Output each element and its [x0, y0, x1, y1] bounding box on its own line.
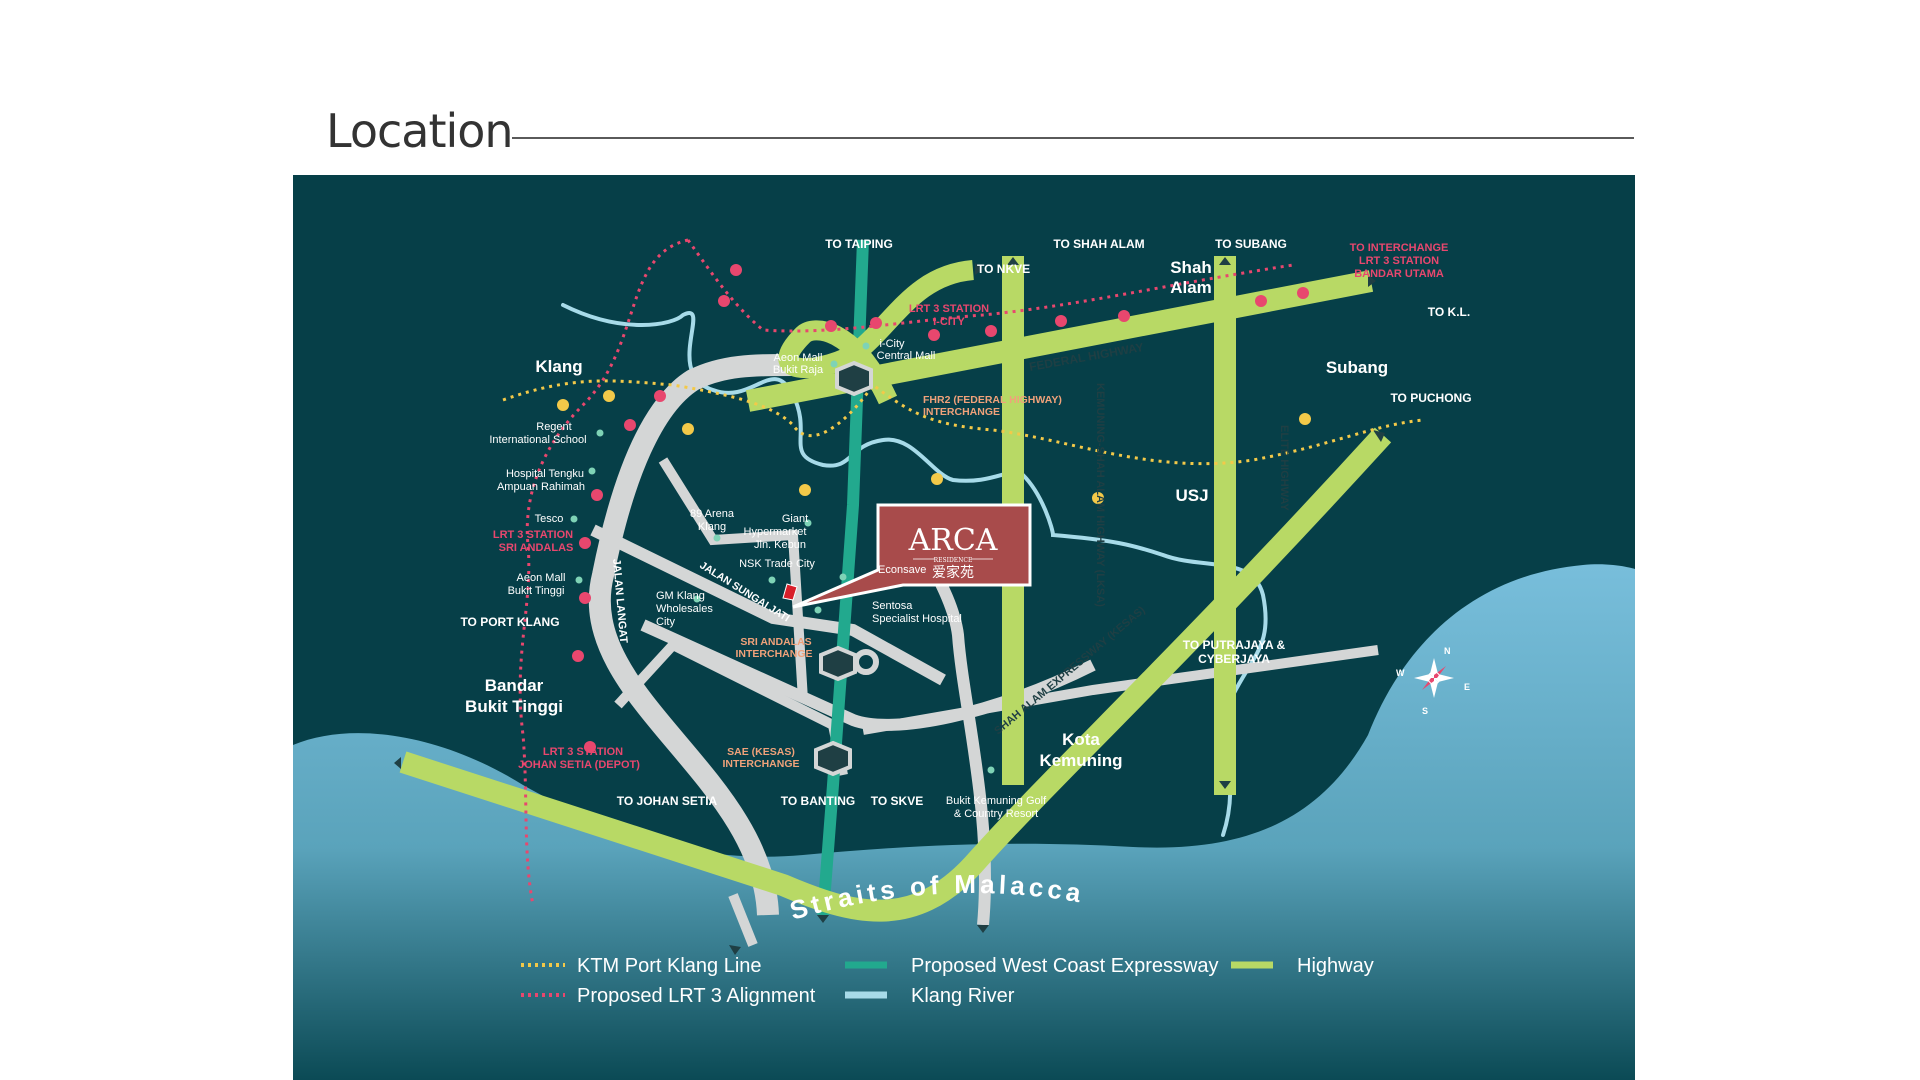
legend: KTM Port Klang Line Proposed LRT 3 Align…	[521, 955, 1374, 1007]
area-label-klang: Klang	[535, 357, 582, 376]
interchange-fhr2-2: INTERCHANGE	[923, 406, 1000, 418]
place-econsave: Econsave	[878, 564, 926, 576]
place-hospital-2: Ampuan Rahimah	[497, 481, 585, 493]
dir-johan-setia: TO JOHAN SETIA	[617, 794, 718, 808]
area-label-usj: USJ	[1175, 486, 1208, 505]
station-icity-2: I-CITY	[933, 316, 965, 328]
area-label-bandar-1: Bandar	[485, 676, 544, 695]
ktm-stations	[557, 390, 1311, 504]
dir-putrajaya-1: TO PUTRAJAYA &	[1183, 638, 1286, 652]
interchange-markers	[814, 360, 873, 777]
location-map: ARCA RESIDENCE 爱家苑 Klang Shah Alam Suban…	[293, 175, 1635, 1080]
dir-interchange-2: LRT 3 STATION	[1359, 255, 1439, 267]
lrt3-alignment	[518, 238, 689, 906]
dir-subang: TO SUBANG	[1215, 237, 1287, 251]
compass-w: W	[1396, 668, 1405, 678]
compass-s: S	[1422, 706, 1428, 716]
legend-label-highway: Highway	[1297, 955, 1374, 977]
legend-label-lrt: Proposed LRT 3 Alignment	[577, 985, 816, 1007]
area-label-subang: Subang	[1326, 358, 1388, 377]
dir-skve: TO SKVE	[871, 794, 923, 808]
legend-label-river: Klang River	[911, 985, 1015, 1007]
place-aeon-tinggi-2: Bukit Tinggi	[508, 585, 565, 597]
dir-interchange-1: TO INTERCHANGE	[1350, 242, 1449, 254]
interchange-sae-1: SAE (KESAS)	[727, 746, 795, 758]
place-icity-2: Central Mall	[877, 350, 936, 362]
place-nsk: NSK Trade City	[739, 558, 815, 570]
interchange-fhr2-1: FHR2 (FEDERAL HIGHWAY)	[923, 394, 1062, 406]
place-arena-2: Klang	[698, 521, 726, 533]
legend-label-ktm: KTM Port Klang Line	[577, 955, 762, 977]
area-label-kota-1: Kota	[1062, 730, 1100, 749]
arca-logo-callout: ARCA RESIDENCE 爱家苑	[792, 503, 1032, 609]
dir-banting: TO BANTING	[781, 794, 855, 808]
dir-shah-alam: TO SHAH ALAM	[1053, 237, 1144, 251]
arca-location-marker	[782, 583, 798, 601]
place-dots	[570, 342, 995, 774]
dir-nkve: TO NKVE	[977, 262, 1030, 276]
dir-puchong: TO PUCHONG	[1390, 391, 1471, 405]
compass-icon: N E S W	[1396, 646, 1470, 716]
road-label-elite: ELITE HIGHWAY	[1278, 425, 1290, 511]
place-hospital-1: Hospital Tengku	[506, 468, 584, 480]
place-tesco: Tesco	[535, 513, 564, 525]
dir-taiping: TO TAIPING	[825, 237, 893, 251]
area-label-bandar-2: Bukit Tinggi	[465, 697, 563, 716]
compass-e: E	[1464, 682, 1470, 692]
dir-kl: TO K.L.	[1428, 305, 1470, 319]
compass-n: N	[1444, 646, 1451, 656]
lrt3-alignment-east	[686, 239, 1294, 333]
interchange-sri-andalas-1: SRI ANDALAS	[740, 636, 811, 648]
area-label-shah-alam-2: Alam	[1170, 278, 1212, 297]
title-rule	[512, 137, 1634, 139]
sea-shape	[293, 564, 1635, 1080]
dir-port-klang: TO PORT KLANG	[460, 615, 559, 629]
legend-label-expressway: Proposed West Coast Expressway	[911, 955, 1219, 977]
arca-logo-chinese: 爱家苑	[932, 564, 974, 581]
roundabout	[853, 649, 879, 675]
place-regent-2: International School	[489, 434, 586, 446]
place-giant-3: Jln. Kebun	[754, 539, 806, 551]
station-sri-andalas-2: SRI ANDALAS	[499, 542, 574, 554]
place-golf-2: & Country Resort	[954, 808, 1038, 820]
dir-interchange-3: BANDAR UTAMA	[1354, 268, 1444, 280]
station-sri-andalas-1: LRT 3 STATION	[493, 529, 573, 541]
place-regent-1: Regent	[536, 421, 571, 433]
place-sentosa-1: Sentosa	[872, 600, 913, 612]
road-label-lksa: KEMUNING-SHAH ALAM HIGHWAY (LKSA)	[1094, 383, 1106, 607]
page-title: Location	[326, 104, 514, 158]
place-giant-1: Giant	[782, 513, 808, 525]
place-gm-3: City	[656, 616, 675, 628]
arca-logo-name: ARCA	[908, 523, 998, 558]
place-aeon-raja-2: Bukit Raja	[773, 364, 824, 376]
place-aeon-raja-1: Aeon Mall	[774, 352, 823, 364]
place-icity-1: i-City	[879, 338, 905, 350]
station-icity-1: LRT 3 STATION	[909, 303, 989, 315]
place-golf-1: Bukit Kemuning Golf	[946, 795, 1047, 807]
place-sentosa-2: Specialist Hospital	[872, 613, 962, 625]
place-gm-2: Wholesales	[656, 603, 713, 615]
interchange-sae-2: INTERCHANGE	[722, 758, 799, 770]
dir-putrajaya-2: CYBERJAYA	[1198, 652, 1270, 666]
direction-arrows	[394, 257, 1385, 955]
place-arena-1: 89 Arena	[690, 508, 735, 520]
area-label-kota-2: Kemuning	[1039, 751, 1122, 770]
station-johan-setia-1: LRT 3 STATION	[543, 746, 623, 758]
place-giant-2: Hypermarket	[744, 526, 807, 538]
interchange-sri-andalas-2: INTERCHANGE	[735, 648, 812, 660]
area-label-shah-alam-1: Shah	[1170, 258, 1212, 277]
place-aeon-tinggi-1: Aeon Mall	[517, 572, 566, 584]
place-gm-1: GM Klang	[656, 590, 705, 602]
lrt3-stations	[572, 264, 1309, 753]
station-johan-setia-2: JOHAN SETIA (DEPOT)	[518, 759, 640, 771]
arca-logo-sub: RESIDENCE	[934, 557, 973, 564]
